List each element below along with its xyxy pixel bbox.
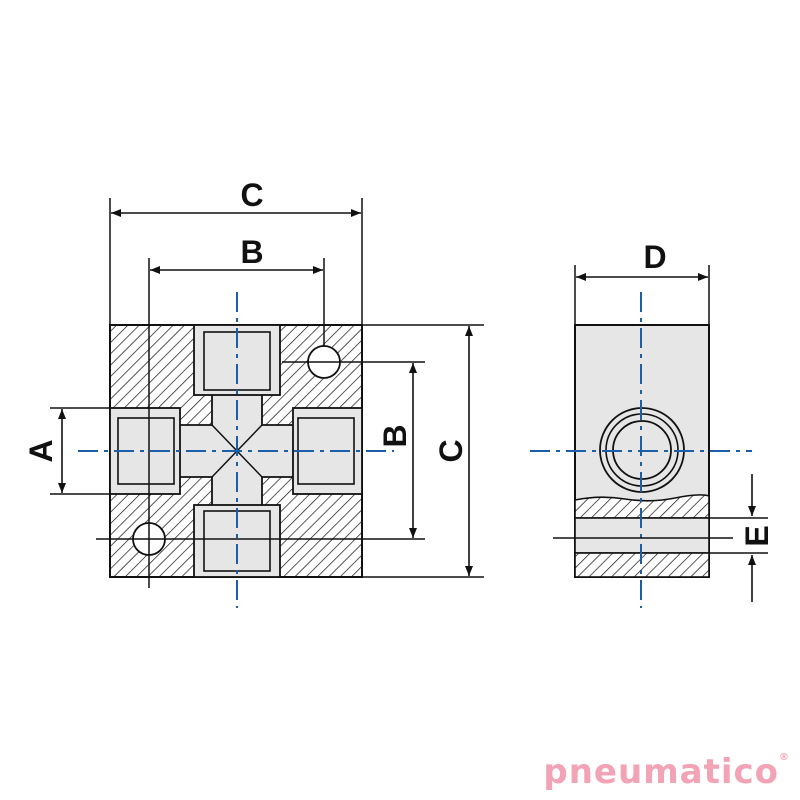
front-view: C B A B C <box>23 177 484 608</box>
side-centerlines <box>530 292 752 608</box>
label-c-top: C <box>240 177 263 213</box>
side-break-section-top <box>574 494 710 519</box>
front-extension-lines <box>50 198 484 588</box>
label-a-left: A <box>23 439 59 462</box>
registered-mark: ® <box>779 752 790 763</box>
side-view: D E <box>530 239 775 608</box>
brand-logo-text: pneumatico <box>543 752 779 792</box>
label-d: D <box>643 239 666 275</box>
port-bottom <box>193 504 281 578</box>
front-centerlines <box>78 292 394 608</box>
label-b-top: B <box>240 234 263 270</box>
side-dimension-lines <box>576 273 756 602</box>
front-dimension-lines <box>58 209 473 576</box>
brand-logo: pneumatico® <box>543 752 790 792</box>
side-extension-lines <box>553 265 768 554</box>
label-e: E <box>739 525 775 546</box>
label-b-right: B <box>377 424 413 447</box>
label-c-right: C <box>433 439 469 462</box>
